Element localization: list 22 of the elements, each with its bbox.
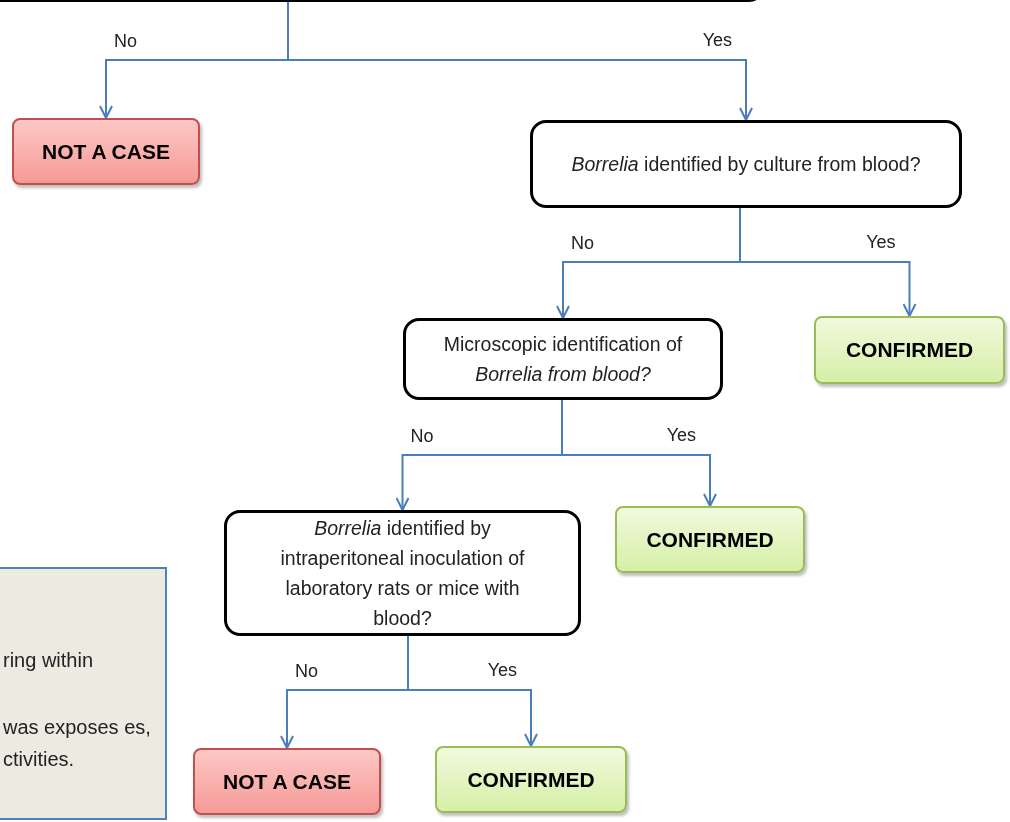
outcome-label: NOT A CASE [42,138,170,165]
decision-box [403,318,723,400]
outcome-box [615,506,805,573]
arrow [407,635,538,747]
outcome-box [12,118,200,185]
outcome-label: CONFIRMED [646,526,774,553]
outcome-label: CONFIRMED [467,766,595,793]
decision-box [224,510,581,636]
note-text: ring within [3,648,95,673]
outcome-label: CONFIRMED [845,337,974,364]
decision-box [530,120,962,208]
question-text: Borrelia identified by intraperitoneal inoculation of laboratory rats or mice with blood? [279,516,526,631]
arrow [561,399,717,507]
question-text: Microscopic identification of Borrelia from blood? [442,332,684,387]
note-panel [0,567,167,820]
outcome-label: NOT A CASE [223,768,351,795]
note-text: was exposes es, ctivities. [3,715,152,772]
outcome-box [193,748,381,815]
question-text: Borrelia identified by culture from blood? [571,152,921,177]
arrow [739,207,917,317]
outcome-box [814,316,1005,384]
outcome-box [435,746,627,813]
